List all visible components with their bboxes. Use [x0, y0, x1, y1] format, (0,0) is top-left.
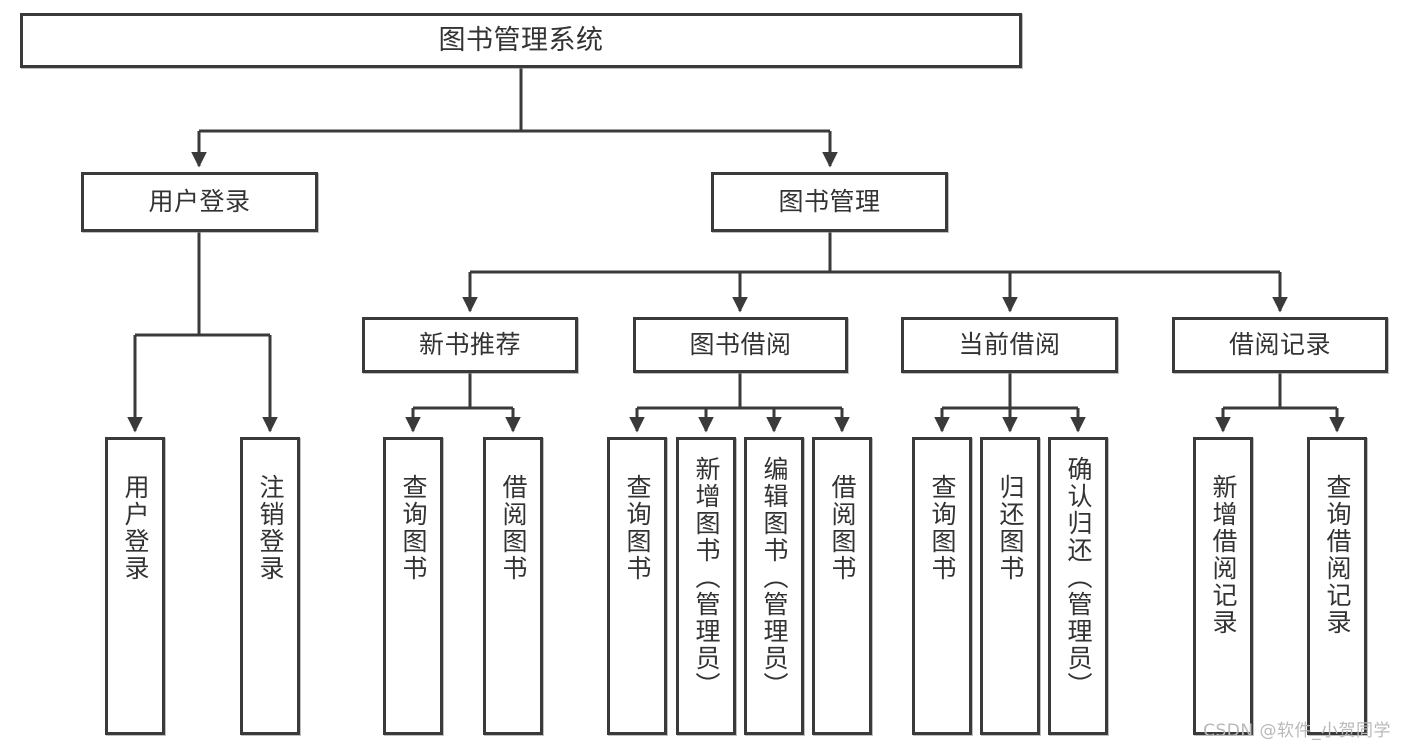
node-current-borrow[interactable]: 当前借阅 [901, 317, 1118, 373]
leaf-logout[interactable]: 注销登录 [240, 437, 300, 735]
node-label: 新增图书（管理员） [692, 456, 721, 699]
node-label: 确认归还（管理员） [1064, 456, 1093, 699]
node-label: 查询图书 [623, 474, 652, 582]
node-label: 用户登录 [121, 474, 150, 582]
node-label: 当前借阅 [958, 330, 1061, 360]
node-label: 用户登录 [148, 187, 251, 217]
leaf-current-confirm-return-admin[interactable]: 确认归还（管理员） [1048, 437, 1108, 735]
leaf-borrow-borrow-book[interactable]: 借阅图书 [812, 437, 872, 735]
node-label: 图书借阅 [689, 330, 792, 360]
node-label: 新增借阅记录 [1209, 474, 1238, 636]
node-label: 借阅图书 [499, 474, 528, 582]
leaf-record-add-borrow-record[interactable]: 新增借阅记录 [1193, 437, 1253, 735]
leaf-record-query-borrow-record[interactable]: 查询借阅记录 [1307, 437, 1367, 735]
node-borrow-record[interactable]: 借阅记录 [1172, 317, 1388, 373]
leaf-borrow-query-book[interactable]: 查询图书 [607, 437, 667, 735]
node-label: 图书管理 [778, 187, 881, 217]
node-root-book-management-system[interactable]: 图书管理系统 [20, 13, 1022, 68]
node-label: 归还图书 [996, 474, 1025, 582]
node-label: 新书推荐 [418, 330, 521, 360]
node-label: 图书管理系统 [438, 24, 604, 56]
node-label: 编辑图书（管理员） [760, 456, 789, 699]
leaf-new-book-query-book[interactable]: 查询图书 [383, 437, 443, 735]
node-label: 注销登录 [256, 474, 285, 582]
node-label: 查询图书 [399, 474, 428, 582]
node-user-login[interactable]: 用户登录 [81, 172, 318, 232]
leaf-current-query-book[interactable]: 查询图书 [912, 437, 972, 735]
node-label: 借阅图书 [828, 474, 857, 582]
node-new-book-recommend[interactable]: 新书推荐 [362, 317, 578, 373]
node-label: 借阅记录 [1228, 330, 1331, 360]
node-label: 查询借阅记录 [1323, 474, 1352, 636]
leaf-borrow-add-book-admin[interactable]: 新增图书（管理员） [676, 437, 736, 735]
leaf-borrow-edit-book-admin[interactable]: 编辑图书（管理员） [744, 437, 804, 735]
node-label: 查询图书 [928, 474, 957, 582]
node-book-borrow[interactable]: 图书借阅 [633, 317, 848, 373]
leaf-new-book-borrow-book[interactable]: 借阅图书 [483, 437, 543, 735]
node-book-management[interactable]: 图书管理 [711, 172, 948, 232]
leaf-user-login[interactable]: 用户登录 [105, 437, 165, 735]
watermark-text: CSDN @软件_小贺同学 [1203, 721, 1391, 741]
leaf-current-return-book[interactable]: 归还图书 [980, 437, 1040, 735]
